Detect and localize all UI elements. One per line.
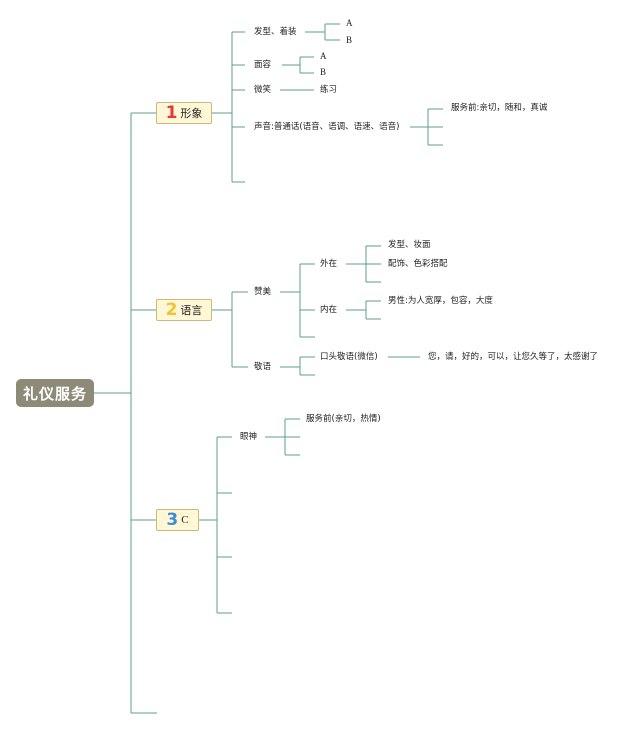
node-external[interactable]: 外在 — [320, 259, 338, 269]
node-eyes-service[interactable]: 服务前(亲切，热情) — [306, 414, 381, 424]
topic-label-2: 语言 — [180, 304, 203, 317]
topic-number-1: 1 — [165, 102, 178, 123]
node-hair-a[interactable]: A — [346, 18, 353, 28]
node-face-b[interactable]: B — [320, 67, 327, 77]
node-eyes[interactable]: 眼神 — [240, 432, 258, 442]
node-internal-male[interactable]: 男性:为人宽厚，包容，大度 — [388, 296, 493, 306]
node-voice[interactable]: 声音:普通话(语音、语调、语速、语音) — [254, 122, 400, 132]
node-smile[interactable]: 微笑 — [254, 85, 272, 95]
topic-node-1[interactable]: 1 形象 — [156, 102, 212, 124]
topic-number-3: 3 — [166, 509, 179, 530]
topic-label-1: 形象 — [180, 107, 203, 120]
node-face-a[interactable]: A — [320, 51, 327, 61]
node-honorific[interactable]: 敬语 — [254, 362, 272, 372]
topic-number-2: 2 — [165, 299, 178, 320]
node-oral-honorific[interactable]: 口头敬语(微信) — [320, 352, 378, 362]
node-hair-b[interactable]: B — [346, 35, 353, 45]
topic-label-3: C — [181, 514, 189, 526]
node-practice[interactable]: 练习 — [320, 85, 338, 95]
node-hair-attire[interactable]: 发型、着装 — [254, 27, 297, 37]
node-internal[interactable]: 内在 — [320, 305, 338, 315]
node-honorific-phrases[interactable]: 您，请，好的，可以，让您久等了，太感谢了 — [428, 352, 599, 362]
node-external-accessories[interactable]: 配饰、色彩搭配 — [388, 259, 448, 269]
topic-node-3[interactable]: 3 C — [156, 509, 199, 531]
node-voice-service[interactable]: 服务前:亲切，随和，真诚 — [451, 103, 548, 113]
root-node[interactable]: 礼仪服务 — [16, 379, 94, 407]
topic-node-2[interactable]: 2 语言 — [156, 299, 212, 321]
node-external-hair[interactable]: 发型、妆面 — [388, 240, 431, 250]
node-face[interactable]: 面容 — [254, 60, 272, 70]
node-praise[interactable]: 赞美 — [254, 287, 272, 297]
